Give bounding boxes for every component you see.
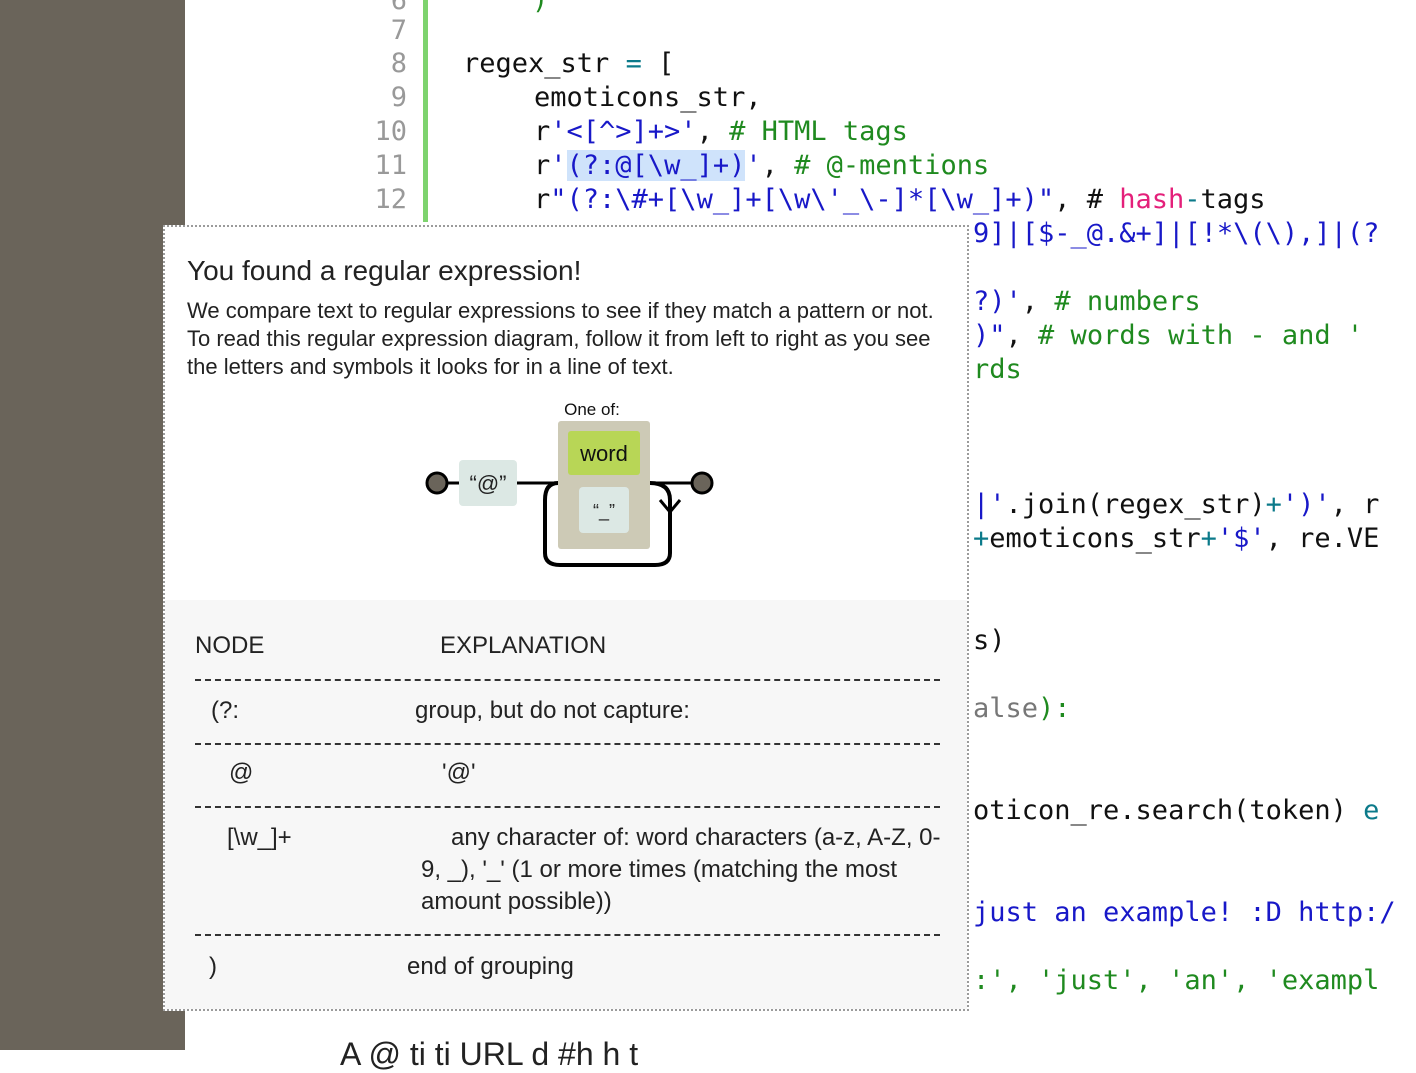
popup-description: We compare text to regular expressions t…	[187, 298, 934, 379]
gutter-change-bar	[423, 0, 428, 222]
divider	[195, 806, 940, 808]
string-literal: '$'	[1216, 523, 1266, 554]
variable-name: emoticons_str	[989, 523, 1201, 554]
string-literal: |'	[973, 489, 1006, 520]
bracket: [	[658, 48, 675, 79]
code-line-9[interactable]: emoticons_str,	[534, 82, 762, 113]
code-fragment[interactable]: +emoticons_str+'$', re.VE	[973, 522, 1379, 556]
row-explanation: any character of: word characters (a-z, …	[421, 824, 941, 915]
code-fragment[interactable]: alse):	[973, 692, 1071, 726]
divider	[195, 743, 940, 745]
code-fragment[interactable]: 9]|[$-_@.&+]|[!*\(\),]|(?	[973, 218, 1380, 249]
literal-at-label: “@”	[470, 471, 507, 496]
string-literal: '<[^>]+>'	[550, 116, 697, 147]
keyword: alse	[973, 693, 1039, 724]
string-quote: '	[745, 150, 762, 181]
string-literal: ?)'	[973, 286, 1022, 317]
regex-explanation-popup[interactable]: You found a regular expression! We compa…	[163, 225, 969, 1011]
comment: # words with - and '	[1038, 320, 1364, 351]
explanation-table: NODE EXPLANATION (?: group, but do not c…	[165, 600, 967, 1009]
highlighted-regex[interactable]: (?:@[\w_]+)	[566, 150, 746, 181]
row-node: [\w_]+	[227, 824, 292, 851]
code-fragment[interactable]: s)	[973, 625, 1006, 656]
code-fragment[interactable]: just an example! :D http:/	[973, 897, 1396, 928]
regex-railroad-diagram: “@” One of: word “_”	[425, 400, 714, 567]
footer-text: A @ ti ti URL d #h h t	[340, 1036, 639, 1072]
header-node: NODE	[195, 632, 265, 659]
comment: # @-mentions	[794, 150, 990, 181]
row-explanation: '@'	[442, 759, 476, 786]
left-sidebar	[0, 0, 185, 1050]
code-fragment[interactable]: )", # words with - and '	[973, 319, 1363, 353]
string-literal: )"	[973, 320, 1006, 351]
popup-title: You found a regular expression!	[187, 255, 582, 286]
string-literal: ')'	[1281, 489, 1331, 520]
header-explanation: EXPLANATION	[440, 632, 607, 659]
one-of-label: One of:	[564, 400, 620, 419]
comment: # numbers	[1054, 286, 1201, 317]
end-node-icon	[690, 471, 714, 495]
string-quote: '	[550, 150, 567, 181]
operator: +	[1200, 523, 1217, 554]
code-fragment[interactable]: rds	[973, 354, 1022, 385]
string-literal: "(?:\#+[\w_]+[\w\'_\-]*[\w_]+)"	[550, 184, 1055, 215]
comment-hash: #	[1086, 184, 1120, 215]
code-call: oticon_re.search(token)	[973, 795, 1347, 826]
word-label: word	[579, 441, 628, 466]
code-tail: ):	[1038, 693, 1071, 724]
row-node: )	[209, 953, 217, 980]
code-fragment[interactable]: oticon_re.search(token) e	[973, 794, 1379, 828]
underscore-box	[579, 487, 629, 533]
code-fragment[interactable]: :', 'just', 'an', 'exampl	[973, 965, 1380, 996]
row-explanation: group, but do not capture:	[415, 697, 690, 724]
comma: ,	[1021, 286, 1039, 317]
code-line-12[interactable]: r"(?:\#+[\w_]+[\w\'_\-]*[\w_]+)", # hash…	[534, 183, 1266, 217]
code-call: .join(regex_str)	[1005, 489, 1266, 520]
line-number: 10	[374, 116, 407, 147]
operator: -	[1184, 184, 1201, 215]
word-box	[568, 431, 640, 475]
raw-prefix: r	[534, 116, 551, 147]
comma: ,	[1054, 184, 1071, 215]
code-fragment[interactable]: ?)', # numbers	[973, 285, 1201, 319]
operator: =	[625, 48, 642, 79]
code-line-11[interactable]: r'(?:@[\w_]+)', # @-mentions	[534, 149, 989, 183]
raw-prefix: r	[534, 184, 551, 215]
row-explanation: end of grouping	[407, 953, 574, 980]
divider	[195, 679, 940, 681]
start-node-icon	[425, 471, 449, 495]
line-number: 8	[390, 48, 407, 79]
comma: ,	[1005, 320, 1022, 351]
comment: # HTML tags	[729, 116, 908, 147]
variable-name: regex_str	[463, 48, 610, 79]
code-tail: , re.VE	[1265, 523, 1380, 554]
operator: +	[973, 523, 990, 554]
code-fragment[interactable]: |'.join(regex_str)+')', r	[973, 488, 1379, 522]
raw-prefix: r	[534, 150, 551, 181]
operator: +	[1265, 489, 1282, 520]
literal-at-box	[459, 460, 517, 506]
code-line-6[interactable]: )	[532, 0, 549, 16]
line-number: 9	[390, 82, 407, 113]
row-node: (?:	[211, 697, 240, 724]
underscore-label: “_”	[593, 501, 615, 522]
divider	[195, 934, 940, 936]
comma: ,	[761, 150, 778, 181]
code-tail: , r	[1330, 489, 1380, 520]
row-node: @	[229, 759, 254, 786]
comma: ,	[696, 116, 713, 147]
comment-tail: tags	[1200, 184, 1266, 215]
keyword: e	[1363, 795, 1380, 826]
line-number: 12	[374, 184, 407, 215]
line-number: 7	[390, 15, 407, 46]
code-line-10[interactable]: r'<[^>]+>', # HTML tags	[534, 115, 908, 149]
keyword: hash	[1119, 184, 1185, 215]
code-line-8[interactable]: regex_str = [	[463, 47, 674, 81]
line-number: 11	[374, 150, 407, 181]
line-number: 6	[390, 0, 407, 16]
